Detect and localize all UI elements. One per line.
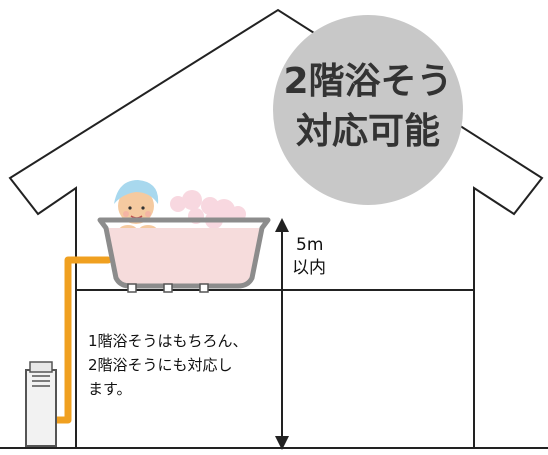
- height-value: 5m: [296, 235, 323, 255]
- bathtub-rim: [97, 217, 271, 289]
- description-line-2: 2階浴そうにも対応し: [88, 356, 233, 374]
- height-qualifier: 以内: [292, 258, 326, 278]
- water-heater-icon: [25, 361, 57, 447]
- badge-line-1: 2階浴そう: [283, 61, 452, 102]
- description-line-3: ます。: [88, 380, 132, 398]
- bathtub: [97, 217, 271, 293]
- bathtub-water: [108, 228, 262, 284]
- double-arrow-icon: [275, 218, 289, 450]
- badge-line-2: 対応可能: [296, 111, 440, 152]
- bath-cap: [114, 180, 159, 204]
- badge-circle: [273, 15, 463, 205]
- hot-water-pipe: [52, 256, 112, 424]
- capability-badge: 2階浴そう 対応可能: [273, 15, 463, 205]
- description-line-1: 1階浴そうはもちろん、: [88, 332, 248, 350]
